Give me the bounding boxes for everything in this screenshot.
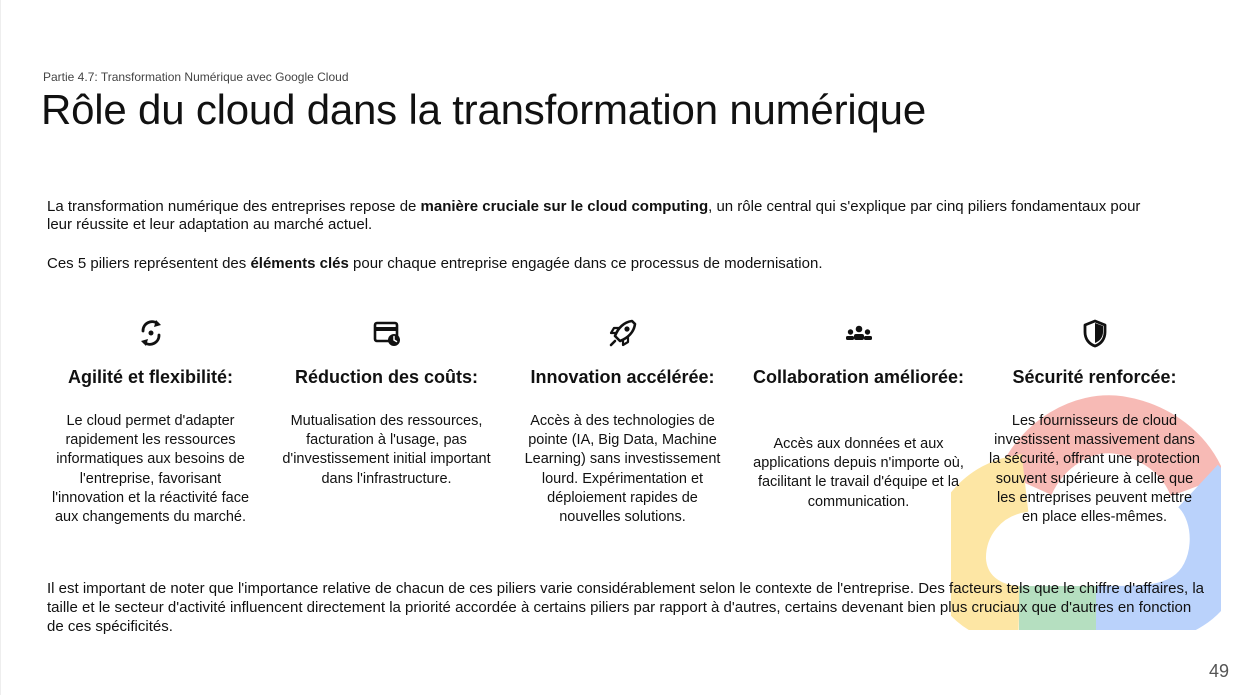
rocket-icon (609, 319, 636, 347)
pillar-security: Sécurité renforcée: Les fournisseurs de … (987, 315, 1202, 525)
intro-text-start: La transformation numérique des entrepri… (47, 198, 421, 215)
pillar-title: Innovation accélérée: (530, 367, 715, 387)
pillars-intro-start: Ces 5 piliers représentent des (47, 255, 251, 272)
pillar-title: Agilité et flexibilité: (67, 367, 234, 387)
intro-bold-text: manière cruciale sur le cloud computing (420, 198, 709, 215)
breadcrumb: Partie 4.7: Transformation Numérique ave… (43, 70, 349, 84)
intro-text-end: , un rôle central qui s'explique par cin… (47, 198, 1141, 233)
pillars-intro-bold: éléments clés (250, 255, 349, 272)
pillars-intro-paragraph: Ces 5 piliers représentent des éléments … (47, 255, 1167, 273)
pillar-innovation: Innovation accélérée: Accès à des techno… (515, 315, 730, 525)
google-cloud-logo-watermark (951, 395, 1221, 630)
conclusion-paragraph: Il est important de noter que l'importan… (47, 580, 1204, 635)
intro-paragraph: La transformation numérique des entrepri… (47, 198, 1167, 234)
pillar-collaboration: Collaboration améliorée: Accès aux donné… (751, 315, 966, 510)
pillars-section: Agilité et flexibilité: Le cloud permet … (43, 315, 1213, 565)
page-title: Rôle du cloud dans la transformation num… (41, 86, 926, 133)
pillar-cost-reduction: Réduction des coûts: Mutualisation des r… (279, 315, 494, 487)
sync-icon (140, 320, 161, 346)
page-number: 49 (1208, 661, 1229, 681)
pillar-description: Accès à des technologies de pointe (IA, … (524, 413, 721, 526)
shield-icon (1083, 319, 1106, 348)
pillar-title: Sécurité renforcée: (1012, 367, 1177, 387)
pillar-title: Réduction des coûts: (294, 367, 478, 387)
pillar-description: Les fournisseurs de cloud investissent m… (989, 413, 1200, 526)
pillar-title: Collaboration améliorée: (752, 367, 965, 387)
pillar-description: Mutualisation des ressources, facturatio… (282, 413, 491, 487)
billing-card-clock-icon (373, 321, 400, 346)
pillars-intro-end: pour chaque entreprise engagée dans ce p… (348, 255, 823, 272)
pillar-agility: Agilité et flexibilité: Le cloud permet … (43, 315, 258, 525)
pillar-description: Le cloud permet d'adapter rapidement les… (51, 413, 250, 526)
pillar-description: Accès aux données et aux applications de… (753, 436, 964, 510)
team-icon (845, 325, 872, 340)
